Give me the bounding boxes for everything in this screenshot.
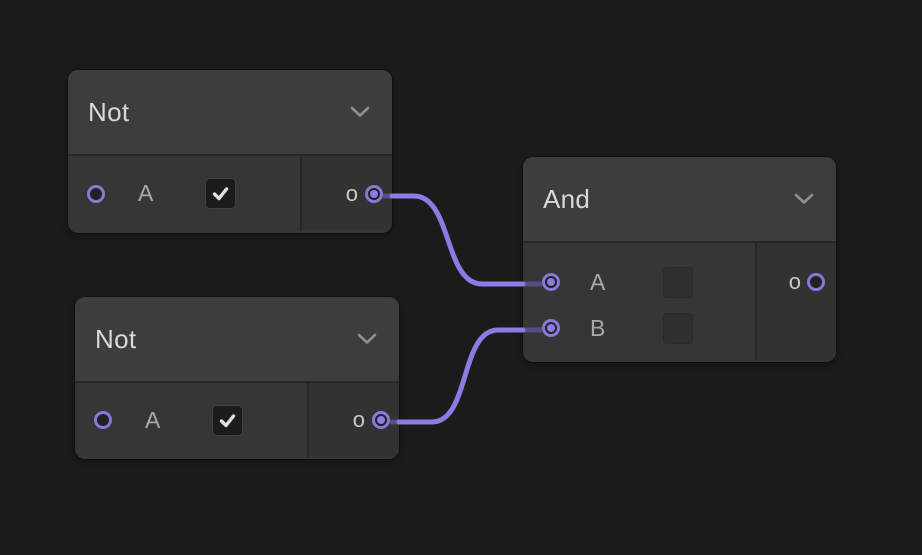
chevron-down-icon[interactable] — [350, 106, 370, 118]
node-header[interactable]: And — [523, 157, 836, 243]
checkmark-icon — [220, 413, 236, 427]
chevron-down-icon[interactable] — [794, 193, 814, 205]
node-header[interactable]: Not — [75, 297, 399, 383]
output-label: o — [788, 269, 801, 294]
output-port-o[interactable] — [365, 184, 383, 203]
input-port-a[interactable] — [87, 184, 105, 203]
input-checkbox[interactable] — [205, 178, 237, 209]
node-and-1[interactable]: And A B o — [523, 157, 836, 362]
wire-not2-to-and-b[interactable] — [396, 327, 526, 425]
output-port-o[interactable] — [372, 411, 390, 429]
input-port-a[interactable] — [542, 273, 560, 291]
input-label: B — [590, 314, 606, 341]
wire-not1-to-and-a[interactable] — [389, 193, 526, 287]
input-port-b[interactable] — [542, 319, 560, 337]
output-row-o: o — [309, 383, 399, 457]
input-label: A — [138, 180, 154, 206]
input-row-a: A — [75, 383, 307, 457]
node-title: Not — [88, 96, 130, 127]
checkmark-icon — [213, 187, 229, 201]
input-label: A — [145, 406, 161, 433]
node-title: And — [543, 183, 591, 214]
node-title: Not — [95, 323, 137, 354]
output-row-o: o — [757, 259, 836, 305]
input-label: A — [590, 268, 606, 295]
output-label: o — [352, 407, 365, 432]
output-label: o — [345, 180, 358, 206]
input-checkbox[interactable] — [212, 404, 244, 436]
input-checkbox-disabled — [663, 266, 694, 298]
input-row-b: B — [523, 305, 755, 351]
input-checkbox-disabled — [663, 312, 694, 344]
input-row-a: A — [523, 259, 755, 305]
output-row-o: o — [302, 156, 392, 231]
node-not-1[interactable]: Not A o — [68, 70, 392, 233]
input-row-a: A — [68, 156, 300, 231]
node-header[interactable]: Not — [68, 70, 392, 156]
node-not-2[interactable]: Not A o — [75, 297, 399, 459]
input-port-a[interactable] — [94, 411, 112, 429]
chevron-down-icon[interactable] — [357, 333, 377, 345]
output-port-o[interactable] — [807, 273, 825, 291]
